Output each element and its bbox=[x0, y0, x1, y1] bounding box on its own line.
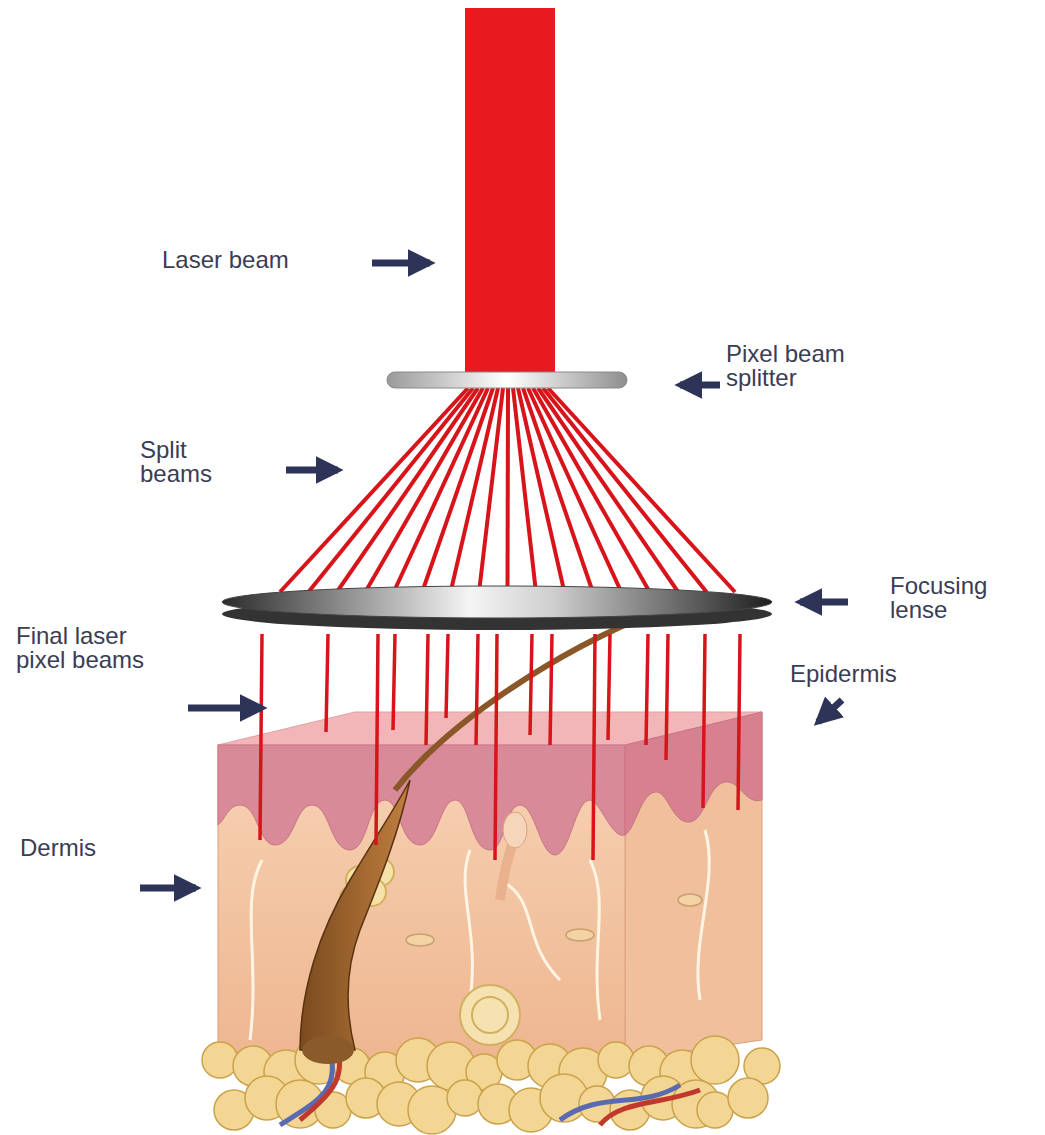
splitter-label: Pixel beam splitter bbox=[726, 342, 901, 390]
beam-label: Laser beam bbox=[162, 248, 362, 272]
beam-line bbox=[530, 634, 532, 735]
focusing-lens bbox=[222, 586, 772, 618]
fat-globules bbox=[202, 1036, 780, 1134]
beam-line bbox=[506, 388, 511, 592]
beam-line bbox=[738, 634, 740, 810]
beam-line bbox=[260, 634, 262, 840]
fat-globule bbox=[728, 1078, 768, 1118]
fat-globule bbox=[691, 1036, 739, 1084]
epidermis-label: Epidermis bbox=[790, 662, 940, 686]
fat-globule bbox=[598, 1042, 634, 1078]
beam-line bbox=[538, 388, 678, 592]
beam-line bbox=[365, 388, 483, 592]
split-beams bbox=[280, 388, 735, 592]
beam-line bbox=[326, 634, 328, 732]
pixel-beams-label: Final laser pixel beams bbox=[16, 624, 181, 672]
beam-line bbox=[476, 634, 478, 745]
beam-line bbox=[446, 634, 448, 718]
beam-line bbox=[550, 634, 552, 745]
beam-splitter bbox=[387, 372, 627, 388]
final-pixel-beams bbox=[260, 634, 740, 860]
beam-line bbox=[593, 634, 595, 860]
beam-line bbox=[533, 388, 650, 592]
beam-line bbox=[666, 634, 668, 760]
skin-block bbox=[202, 712, 780, 1134]
laser-beam bbox=[465, 8, 555, 380]
split-beams-label: Split beams bbox=[140, 438, 235, 486]
beam-line bbox=[376, 634, 378, 845]
beam-line bbox=[393, 634, 395, 730]
dermis-label: Dermis bbox=[20, 836, 160, 860]
fat-globule bbox=[447, 1080, 483, 1116]
beam-line bbox=[426, 634, 428, 745]
beam-line bbox=[548, 388, 735, 592]
beam-line bbox=[703, 634, 705, 808]
beam-line bbox=[608, 634, 610, 740]
hair-follicle bbox=[300, 612, 655, 1064]
beam-line bbox=[543, 388, 707, 592]
beam-line bbox=[495, 634, 497, 860]
beam-line bbox=[646, 634, 648, 745]
beam-line bbox=[308, 388, 473, 592]
lens-label: Focusing lense bbox=[890, 574, 1030, 622]
fat-globule bbox=[202, 1042, 238, 1078]
beam-line bbox=[479, 388, 503, 592]
